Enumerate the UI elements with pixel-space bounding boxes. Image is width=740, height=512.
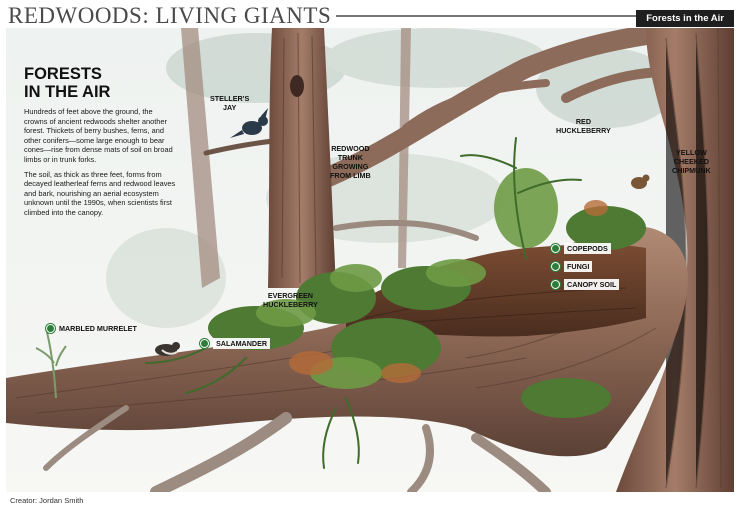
page-title: REDWOODS: LIVING GIANTS — [8, 3, 332, 28]
marbled-murrelet-bird — [155, 342, 180, 356]
pin-dot-icon — [551, 262, 560, 271]
pin-copepods[interactable]: COPEPODS — [551, 243, 611, 254]
redwood-trunk — [268, 28, 336, 288]
chipmunk-animal — [631, 174, 650, 189]
pin-label-text: COPEPODS — [564, 243, 611, 254]
label-chipmunk: YELLOW CHEEKED CHIPMUNK — [672, 148, 711, 175]
intro-block: FORESTS IN THE AIR Hundreds of feet abov… — [24, 65, 176, 223]
label-stellers-jay: STELLER'S JAY — [210, 94, 250, 112]
label-evergreen-huckleberry: EVERGREEN HUCKLEBERRY — [263, 291, 318, 309]
pin-dot-icon — [46, 324, 55, 333]
pin-label-text: SALAMANDER — [213, 338, 271, 349]
pin-dot-icon — [551, 244, 560, 253]
pin-salamander[interactable]: SALAMANDER — [200, 338, 271, 349]
trunk-texture — [281, 32, 317, 284]
pin-label-text: CANOPY SOIL — [564, 279, 620, 290]
pin-dot-icon — [200, 339, 209, 348]
section-tab[interactable]: Forests in the Air — [636, 10, 734, 27]
label-red-huckleberry: RED HUCKLEBERRY — [556, 117, 611, 135]
stellers-jay-bird — [230, 108, 268, 138]
pin-canopy-soil[interactable]: CANOPY SOIL — [551, 279, 620, 290]
pin-label-text: FUNGI — [564, 261, 593, 272]
soil-texture — [365, 287, 637, 325]
label-redwood-trunk: REDWOOD TRUNK GROWING FROM LIMB — [330, 144, 371, 180]
pin-marbled-murrelet[interactable]: MARBLED MURRELET — [46, 324, 137, 333]
credit-line: Creator: Jordan Smith — [10, 496, 84, 505]
canopy-illustration — [6, 28, 734, 492]
pin-label-text: MARBLED MURRELET — [59, 324, 137, 333]
header-rule — [336, 15, 734, 17]
illustration-artwork — [6, 28, 734, 492]
pin-fungi[interactable]: FUNGI — [551, 261, 593, 272]
trunk-knot — [290, 75, 304, 97]
intro-title: FORESTS IN THE AIR — [24, 65, 111, 101]
lower-branches — [43, 405, 551, 492]
intro-paragraph: Hundreds of feet above the ground, the c… — [24, 107, 173, 164]
pin-dot-icon — [551, 280, 560, 289]
foliage-clusters — [35, 137, 646, 469]
intro-paragraph: The soil, as thick as three feet, forms … — [24, 169, 176, 217]
